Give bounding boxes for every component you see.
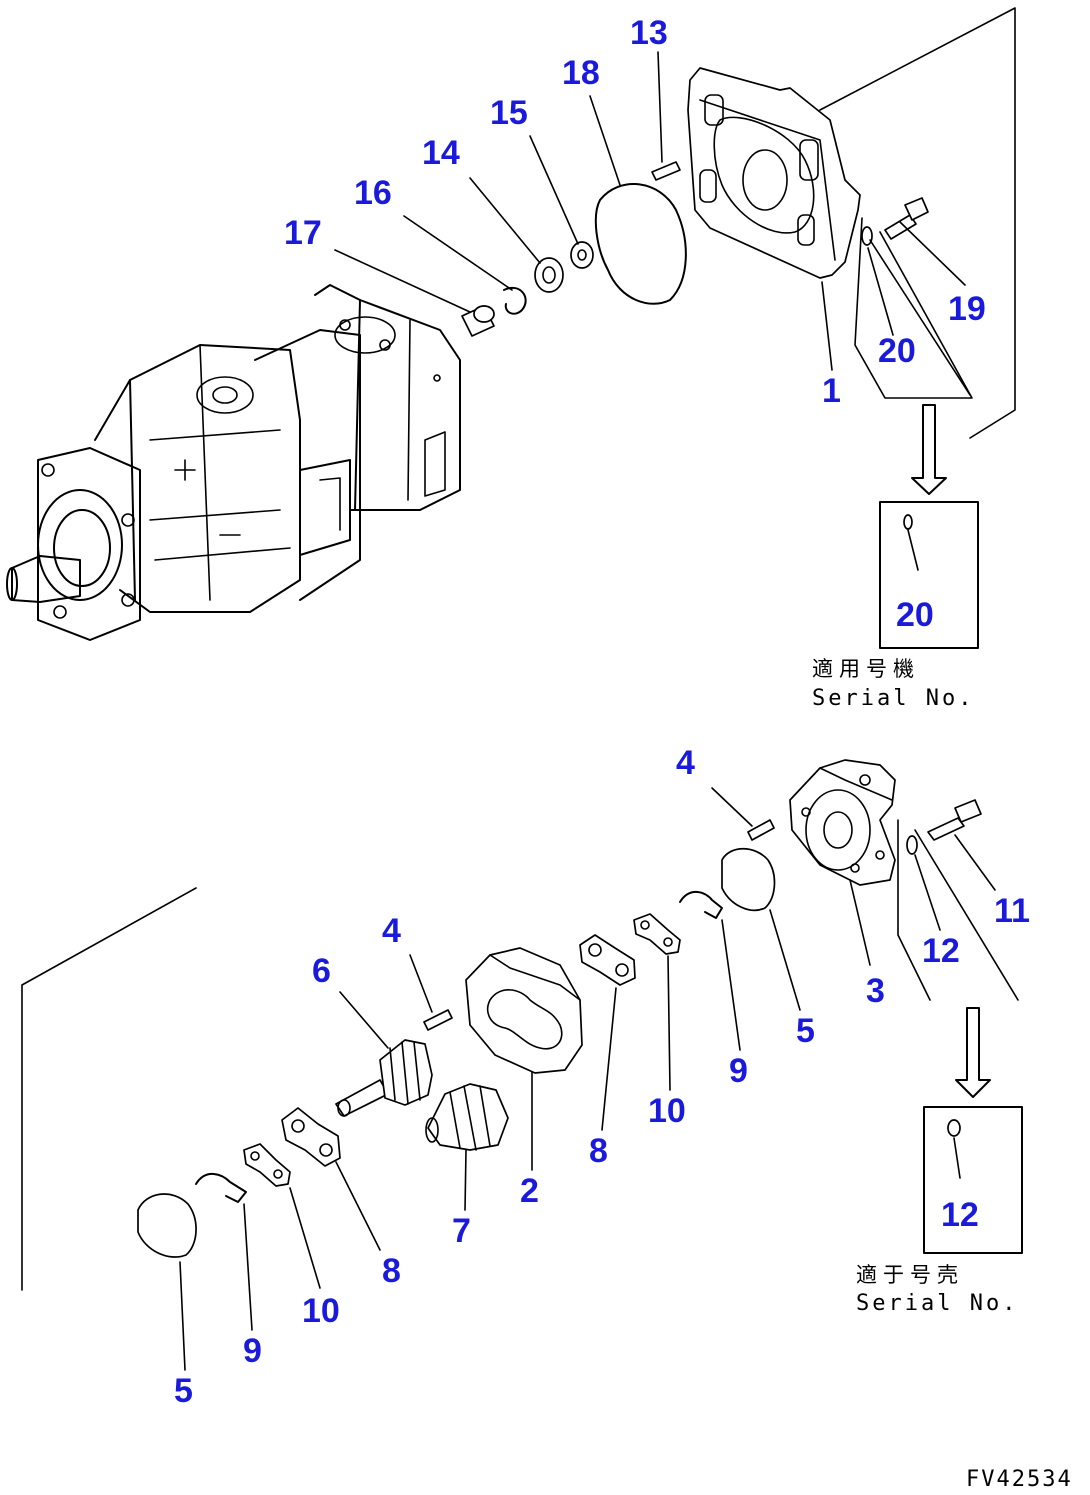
callout-7: 7 bbox=[452, 1212, 471, 1250]
part-17-bushing bbox=[461, 305, 495, 337]
part-9-ring-top bbox=[679, 891, 723, 919]
callout-20-detail: 20 bbox=[896, 596, 934, 634]
callout-4-upper: 4 bbox=[676, 744, 695, 782]
callout-15: 15 bbox=[490, 94, 528, 132]
part-2-gear-housing bbox=[465, 947, 583, 1074]
part-11-bolt bbox=[927, 799, 982, 841]
part-9-ring-bottom bbox=[195, 1173, 247, 1203]
part-4-dowel-pin-bottom bbox=[423, 1009, 453, 1031]
callout-6: 6 bbox=[312, 952, 331, 990]
callout-2: 2 bbox=[520, 1172, 539, 1210]
callout-18: 18 bbox=[562, 54, 600, 92]
callout-8-lower: 8 bbox=[382, 1252, 401, 1290]
serial-en-2: Serial No. bbox=[856, 1291, 1018, 1316]
pump-body-drawing bbox=[6, 284, 461, 641]
part-10-plate-bottom bbox=[243, 1143, 291, 1187]
callout-20: 20 bbox=[878, 332, 916, 370]
part-13-dowel-pin bbox=[651, 161, 681, 181]
callout-3: 3 bbox=[866, 972, 885, 1010]
part-18-gasket bbox=[594, 183, 687, 305]
part-16-snap-ring bbox=[503, 287, 527, 315]
callout-14: 14 bbox=[422, 134, 460, 172]
part-6-drive-gear bbox=[335, 1039, 433, 1117]
part-5-seal-bottom bbox=[137, 1193, 197, 1258]
serial-en-1: Serial No. bbox=[812, 686, 974, 711]
part-8-bushing-bottom bbox=[281, 1107, 341, 1167]
part-12-washer bbox=[906, 835, 918, 855]
part-8-bushing-top bbox=[579, 934, 636, 986]
serial-detail-box-2 bbox=[923, 1106, 1023, 1254]
serial-jp-1: 適用号機 bbox=[812, 657, 920, 681]
serial-jp-2: 適于号壳 bbox=[856, 1263, 964, 1287]
callout-16: 16 bbox=[354, 174, 392, 212]
callout-19: 19 bbox=[948, 290, 986, 328]
callout-10-lower: 10 bbox=[302, 1292, 340, 1330]
part-15-washer bbox=[570, 241, 594, 269]
callout-1: 1 bbox=[822, 372, 841, 410]
callout-12-detail: 12 bbox=[941, 1196, 979, 1234]
callout-13: 13 bbox=[630, 14, 668, 52]
callout-5-upper: 5 bbox=[796, 1012, 815, 1050]
serial-detail-box-1 bbox=[879, 501, 979, 649]
callout-labels: 13 18 15 14 16 17 19 20 1 20 4 11 12 3 5… bbox=[174, 14, 1030, 1410]
part-3-housing bbox=[789, 759, 896, 886]
part-4-dowel-pin-top bbox=[747, 819, 775, 841]
drawing-code: FV42534 bbox=[966, 1467, 1073, 1492]
callout-8-upper: 8 bbox=[589, 1132, 608, 1170]
serial-labels: 適用号機 Serial No. 適于号壳 Serial No. bbox=[812, 657, 1018, 1316]
callout-11: 11 bbox=[994, 892, 1030, 930]
callout-9-lower: 9 bbox=[243, 1332, 262, 1370]
part-7-driven-gear bbox=[425, 1083, 509, 1151]
part-14-bearing bbox=[534, 257, 564, 293]
callout-10-upper: 10 bbox=[648, 1092, 686, 1130]
callout-17: 17 bbox=[284, 214, 322, 252]
callout-5-lower: 5 bbox=[174, 1372, 193, 1410]
part-5-seal-top bbox=[721, 847, 776, 912]
callout-4-lower: 4 bbox=[382, 912, 401, 950]
part-1-cover bbox=[687, 67, 861, 279]
part-20-washer bbox=[861, 226, 873, 246]
part-19-bolt bbox=[884, 197, 929, 240]
callout-9-upper: 9 bbox=[729, 1052, 748, 1090]
part-10-plate-top bbox=[633, 913, 681, 955]
callout-12: 12 bbox=[922, 932, 960, 970]
